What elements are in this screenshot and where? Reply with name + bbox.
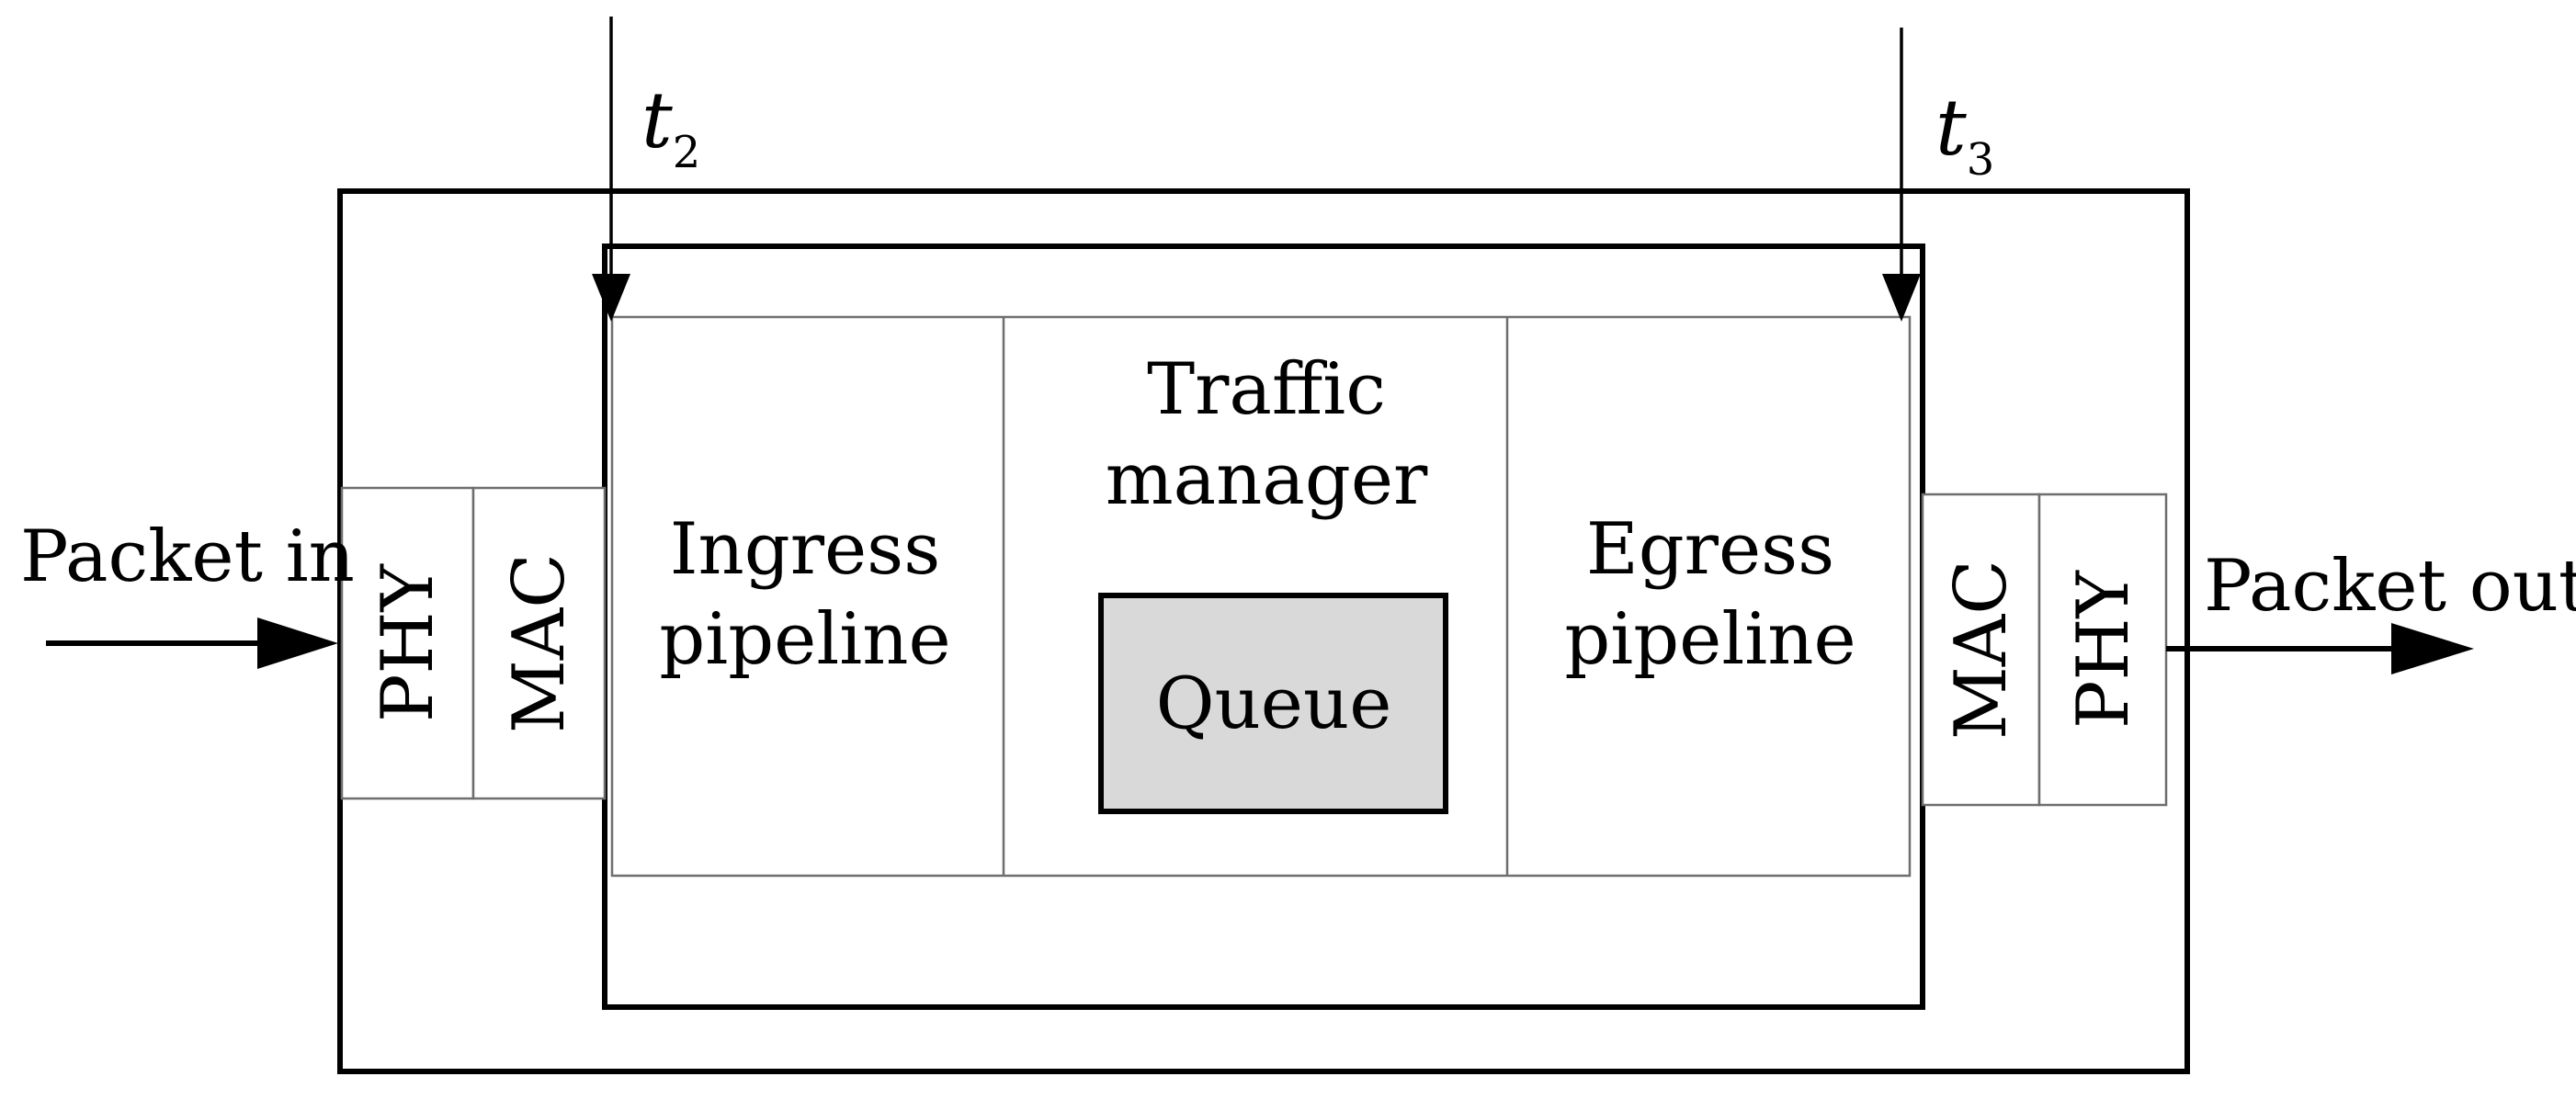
mac-in-box: [471, 486, 607, 800]
phy-in-label: PHY: [367, 562, 449, 722]
phy-out-label: PHY: [2062, 569, 2145, 729]
t2-var: t: [641, 75, 673, 165]
packet-in-label: Packet in: [20, 516, 355, 598]
t3-sub: 3: [1967, 134, 1995, 186]
mac-out-label: MAC: [1940, 560, 2023, 740]
packet-in-arrow-head: [257, 617, 338, 669]
t2-arrow-head: [592, 274, 630, 322]
ingress-label-line1: Ingress: [670, 508, 940, 591]
switch-outer-box: [337, 188, 2190, 1074]
packet-out-arrow-head: [2391, 623, 2474, 674]
queue-label: Queue: [1156, 663, 1392, 745]
t2-label: t2: [641, 75, 700, 178]
traffic-label-line1: Traffic: [1147, 348, 1386, 431]
packet-out-label: Packet out: [2204, 545, 2576, 628]
queue-box: [1098, 593, 1448, 814]
mac-in-label: MAC: [498, 553, 581, 733]
t2-sub: 2: [673, 127, 701, 178]
egress-label-line1: Egress: [1586, 508, 1834, 591]
ingress-label-line2: pipeline: [659, 598, 950, 681]
mac-out-box: [1921, 493, 2041, 807]
traffic-label-line2: manager: [1106, 438, 1428, 521]
t3-arrow-head: [1882, 274, 1921, 322]
phy-out-box: [2037, 493, 2168, 807]
t3-var: t: [1935, 83, 1967, 173]
egress-label-line2: pipeline: [1564, 598, 1855, 681]
t3-label: t3: [1935, 83, 1994, 186]
